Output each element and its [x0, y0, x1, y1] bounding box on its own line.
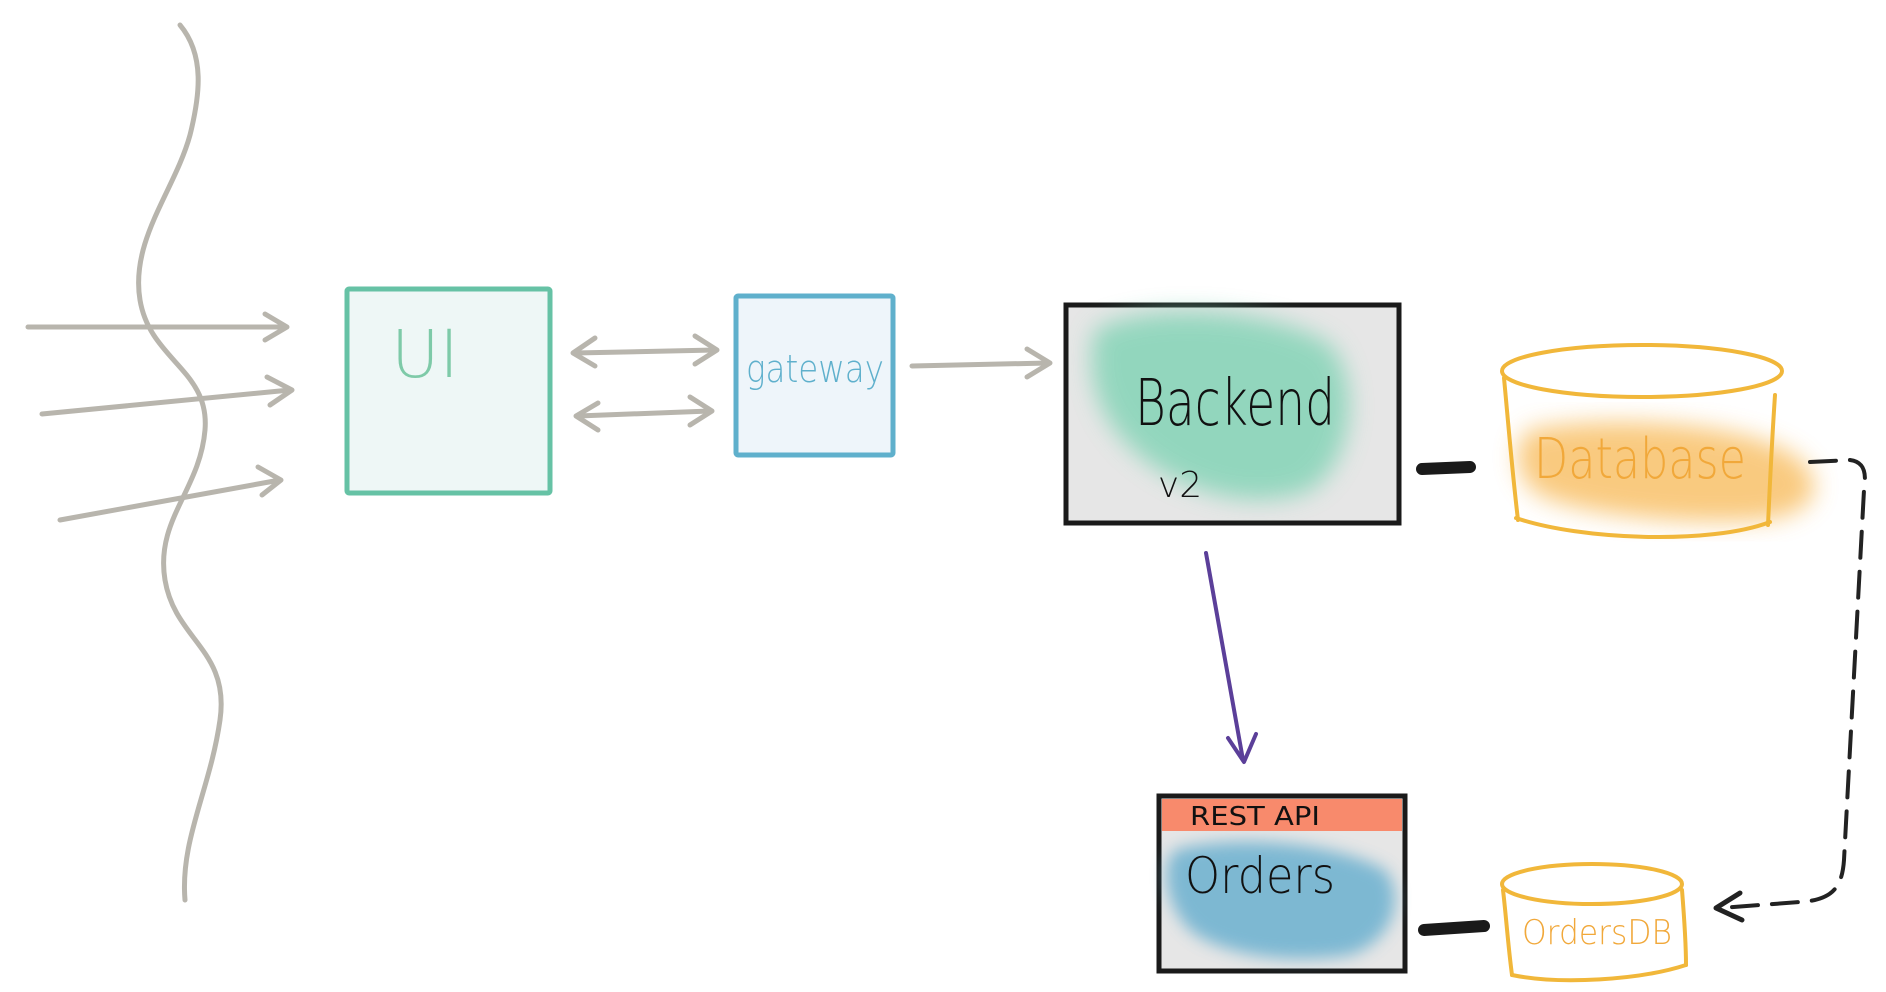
orders-header-band — [1162, 799, 1402, 831]
backend-node[interactable]: Backend v2 — [1063, 302, 1402, 526]
backend-version-label: v2 — [1158, 465, 1202, 506]
ui-gateway-arrow-top — [570, 333, 720, 369]
incoming-arrow-2 — [39, 374, 295, 417]
gateway-backend-arrow — [909, 346, 1053, 380]
ordersdb-top — [1500, 862, 1684, 906]
database-node[interactable]: Database — [1500, 343, 1815, 540]
boundary-wave-line — [136, 22, 224, 903]
orders-ordersdb-connector — [1418, 920, 1490, 936]
backend-orders-arrow — [1204, 551, 1258, 764]
database-wash — [1517, 422, 1815, 522]
ui-label: UI — [391, 316, 459, 393]
gateway-label: gateway — [746, 347, 884, 391]
ui-node[interactable]: UI — [344, 286, 553, 496]
orders-label: Orders — [1185, 847, 1335, 905]
gateway-node[interactable]: gateway — [733, 293, 896, 458]
backend-wash — [1091, 312, 1349, 500]
database-ordersdb-dashed-arrow — [1713, 457, 1867, 923]
incoming-arrow-1 — [25, 311, 290, 343]
orders-node[interactable]: REST API Orders — [1156, 793, 1408, 974]
database-top — [1500, 343, 1784, 399]
incoming-arrow-3 — [57, 464, 284, 523]
ui-gateway-arrow-bottom — [573, 394, 715, 433]
ordersdb-label: OrdersDB — [1522, 913, 1672, 953]
backend-database-connector — [1416, 461, 1476, 475]
database-bottom — [1514, 516, 1772, 540]
database-label: Database — [1534, 427, 1746, 492]
ordersdb-bottom — [1510, 963, 1688, 983]
database-sides — [1502, 376, 1777, 527]
orders-wash — [1166, 841, 1395, 959]
orders-header-label: REST API — [1190, 802, 1320, 832]
ordersdb-node[interactable]: OrdersDB — [1500, 862, 1688, 983]
ordersdb-sides — [1501, 888, 1688, 977]
backend-label: Backend — [1135, 367, 1335, 441]
